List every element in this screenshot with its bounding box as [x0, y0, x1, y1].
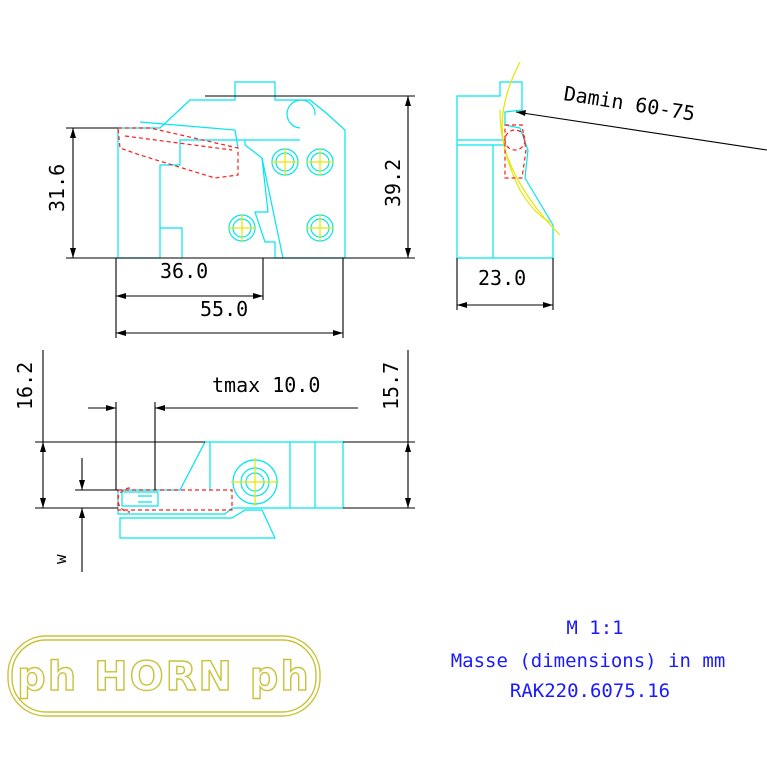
logo-text: ph HORN ph [17, 654, 311, 700]
callout-damin: Damin 60-75 [562, 81, 697, 125]
part-number: RAK220.6075.16 [510, 680, 670, 702]
scale-label: M 1:1 [566, 617, 623, 639]
screw-hole-3 [228, 214, 256, 242]
dim-tmax: tmax 10.0 [212, 373, 320, 397]
dim-length-inner: 36.0 [160, 259, 208, 283]
top-dimension-lines [35, 350, 415, 572]
screw-hole-4 [306, 214, 334, 242]
dim-bottom-right-height: 15.7 [379, 362, 403, 410]
screw-hole-1 [271, 148, 299, 176]
dim-w: w [51, 554, 70, 564]
dim-bottom-left-height: 16.2 [13, 362, 37, 410]
dim-length-total: 55.0 [200, 297, 248, 321]
front-dimension-lines [66, 95, 415, 338]
top-screw [231, 458, 279, 506]
horn-logo: ph HORN ph [7, 635, 321, 717]
dim-height-left: 31.6 [45, 164, 69, 212]
title-block: M 1:1 Masse (dimensions) in mm RAK220.60… [451, 617, 726, 702]
screw-hole-2 [306, 148, 334, 176]
side-view [456, 61, 767, 310]
front-view [66, 81, 415, 338]
side-dimension-lines [456, 110, 767, 310]
top-view [35, 350, 415, 572]
dim-side-width: 23.0 [478, 266, 526, 290]
units-label: Masse (dimensions) in mm [451, 650, 726, 672]
dim-height-right: 39.2 [381, 159, 405, 207]
